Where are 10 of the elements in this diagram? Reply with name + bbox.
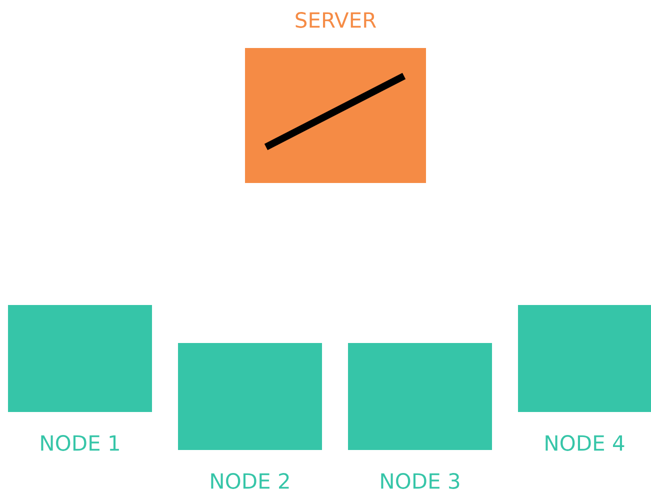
- node-box: NODE 1: [8, 305, 152, 451]
- node-box: NODE 3: [348, 343, 492, 489]
- node-box: NODE 2: [178, 343, 322, 489]
- node-label: NODE 1: [41, 435, 119, 451]
- node-label: NODE 4: [546, 435, 624, 451]
- node-box: NODE 4: [518, 305, 651, 451]
- node-label: SERVER: [296, 12, 376, 28]
- node-label: NODE 3: [381, 473, 460, 489]
- server-box: SERVER: [245, 12, 426, 183]
- node-label: NODE 2: [211, 473, 289, 489]
